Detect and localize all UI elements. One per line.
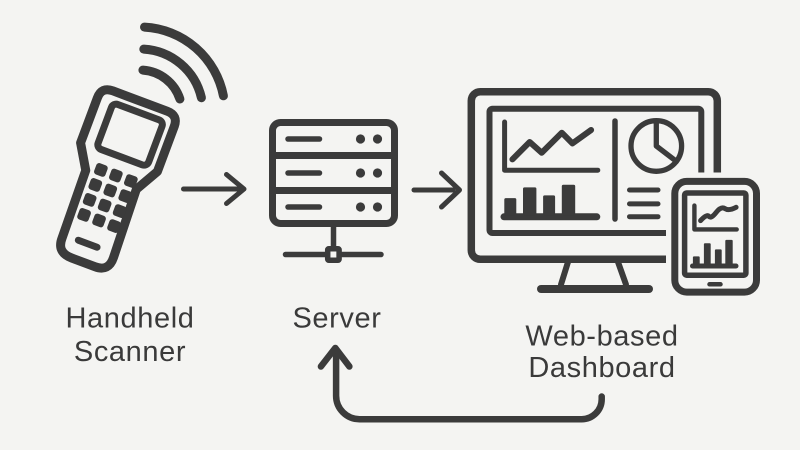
svg-text:Server: Server	[292, 303, 381, 335]
svg-text:Dashboard: Dashboard	[528, 352, 675, 384]
svg-text:Handheld: Handheld	[66, 303, 195, 335]
svg-text:Web-based: Web-based	[525, 321, 678, 353]
svg-text:Scanner: Scanner	[74, 336, 186, 368]
